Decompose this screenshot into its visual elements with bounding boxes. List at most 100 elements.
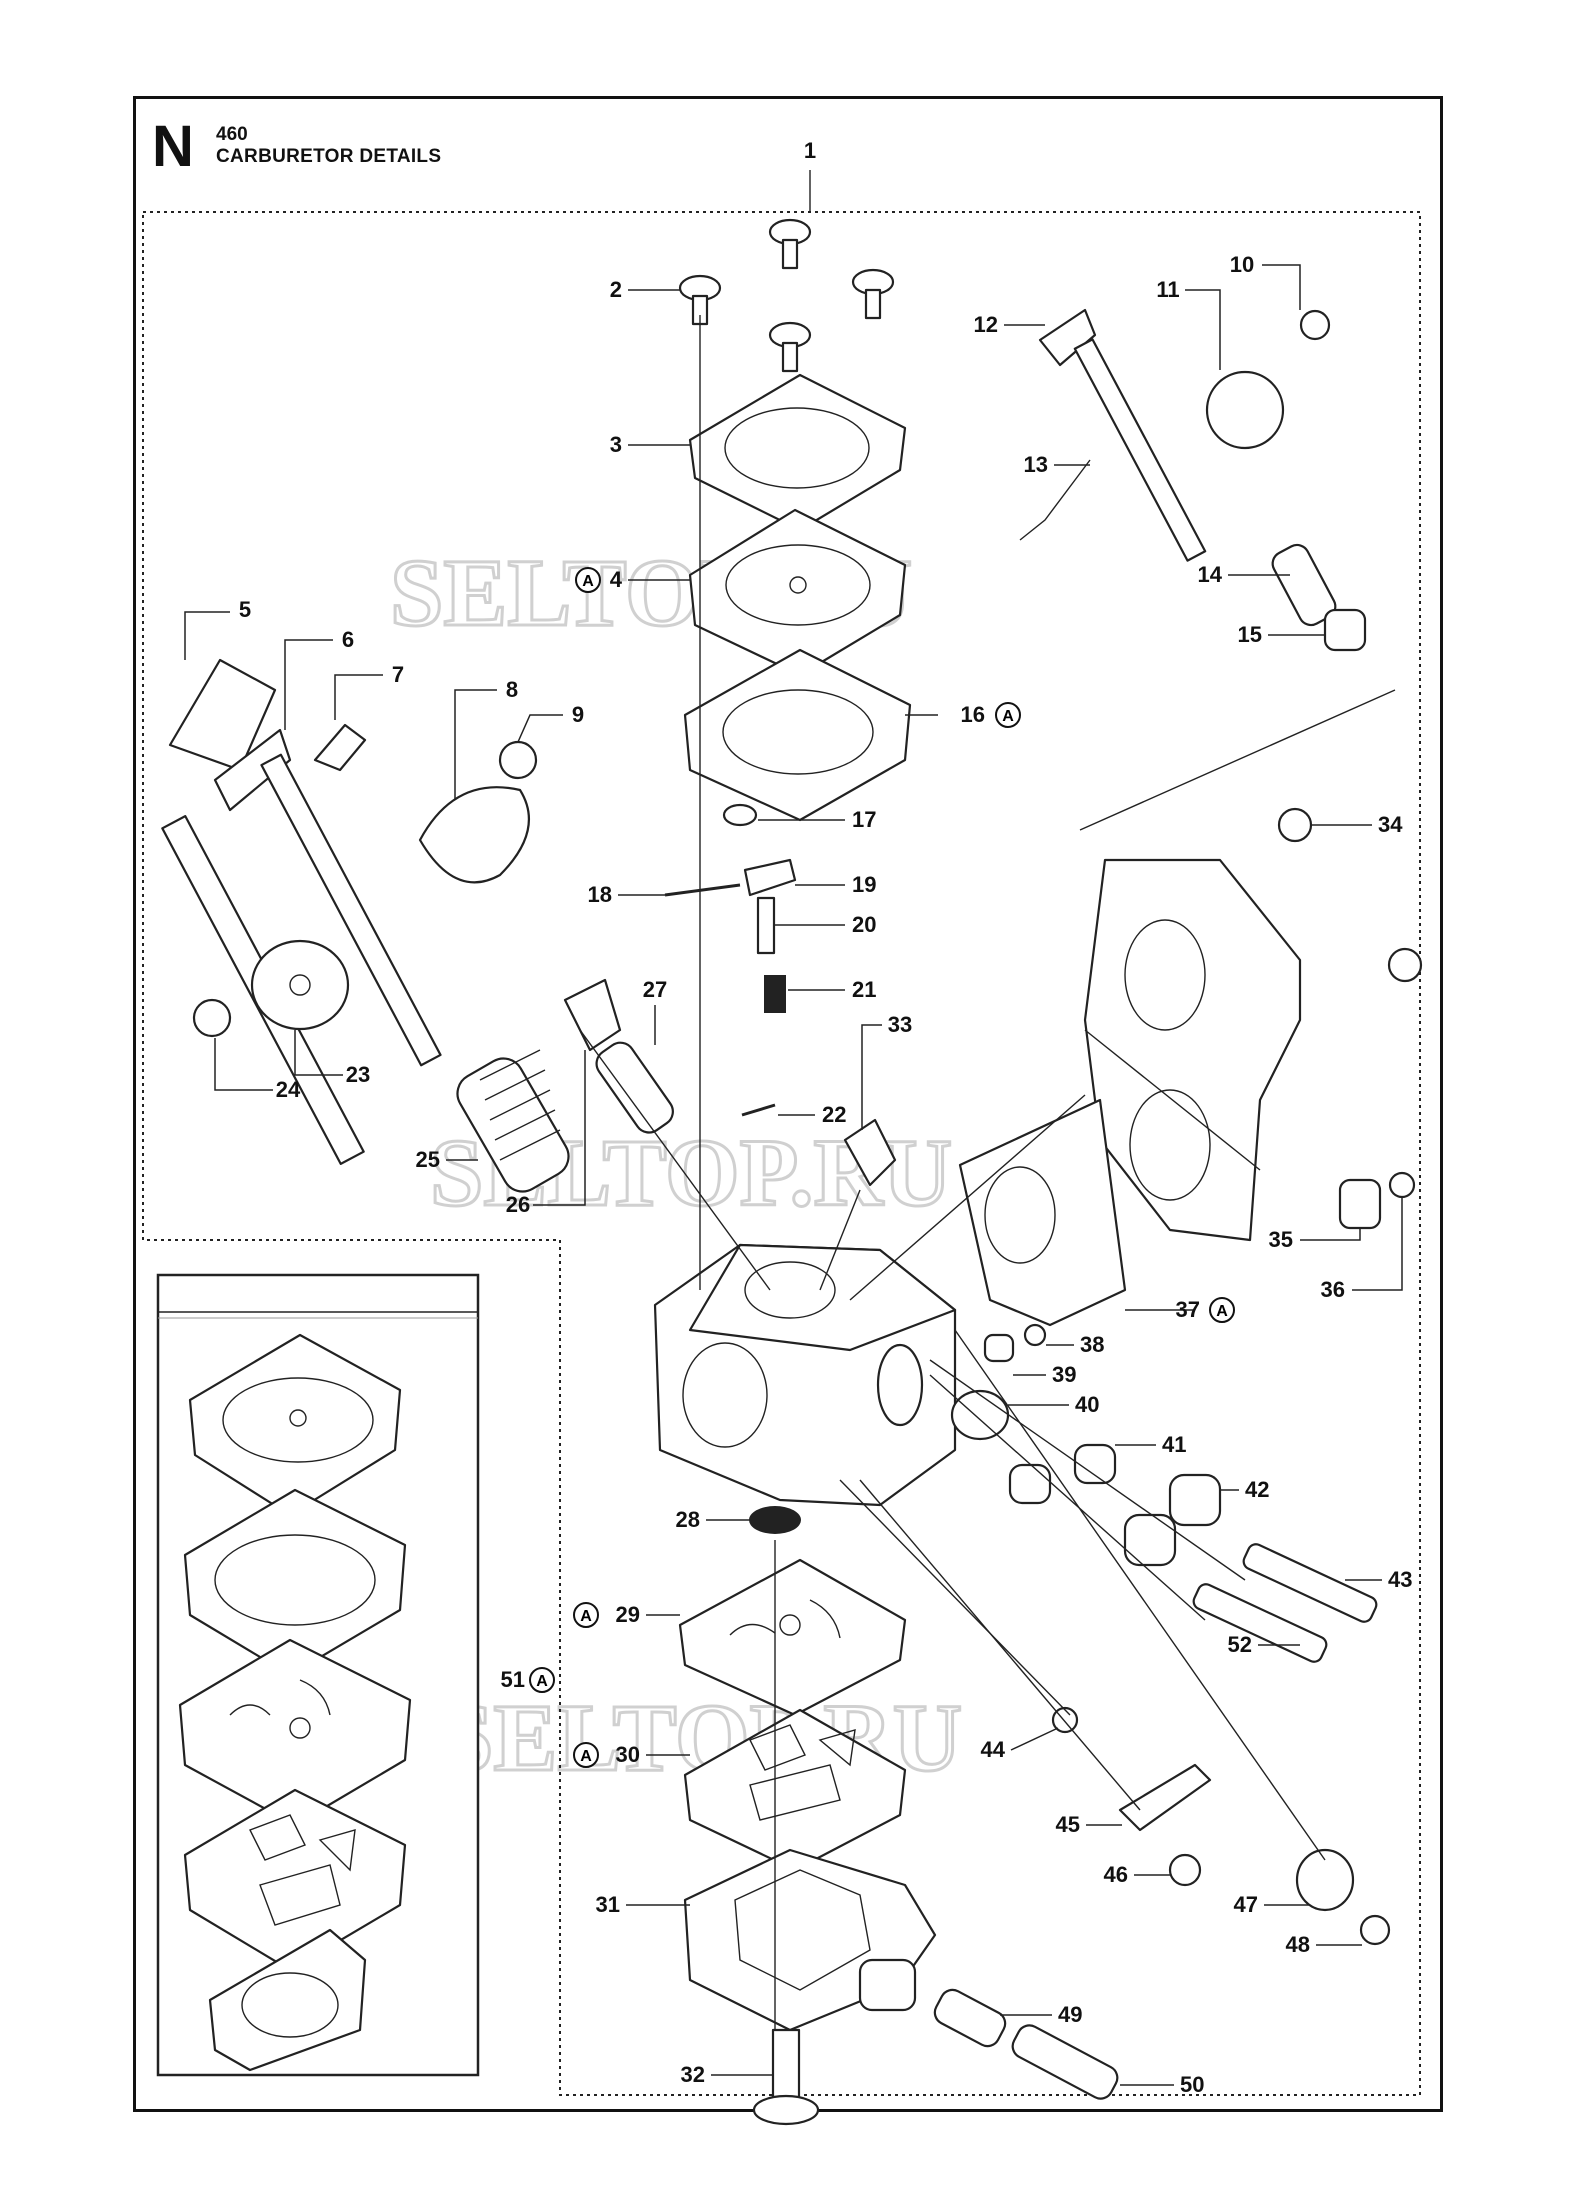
spring (456, 1041, 674, 1193)
model-number: 460 (216, 124, 248, 145)
callout-label-33: 33 (888, 1012, 912, 1037)
callout-label-38: 38 (1080, 1332, 1104, 1357)
page-title: CARBURETOR DETAILS (216, 146, 442, 167)
callout-label-32: 32 (681, 2062, 705, 2087)
callout-label-16: 16 (961, 702, 985, 727)
choke-shaft-assembly (1019, 308, 1367, 652)
callout-label-41: 41 (1162, 1432, 1186, 1457)
kit-marker-label: A (582, 573, 594, 590)
callout-label-12: 12 (974, 312, 998, 337)
section-letter: N (152, 114, 194, 179)
kit-marker-label: A (580, 1608, 592, 1625)
callout-label-26: 26 (506, 1192, 530, 1217)
callout-label-2: 2 (610, 277, 622, 302)
callout-label-5: 5 (239, 597, 251, 622)
callout-label-40: 40 (1075, 1392, 1099, 1417)
callout-label-25: 25 (416, 1147, 440, 1172)
seal-ring (950, 1389, 1010, 1441)
callout-label-29: 29 (616, 1602, 640, 1627)
kit-marker-icon (575, 567, 601, 593)
kit-marker-icon (995, 702, 1021, 728)
bushing (1338, 1178, 1382, 1230)
clip (1388, 1171, 1416, 1199)
spring (983, 1333, 1015, 1363)
leader-line (1262, 264, 1301, 310)
kit-marker-label: A (1216, 1303, 1228, 1320)
callout-label-21: 21 (852, 977, 876, 1002)
callout-label-22: 22 (822, 1102, 846, 1127)
leader-line (334, 674, 383, 720)
screw (1299, 309, 1331, 341)
callout-label-28: 28 (676, 1507, 700, 1532)
metering-lever (743, 858, 797, 897)
leader-line (861, 1024, 882, 1130)
screw (722, 803, 758, 827)
callout-label-43: 43 (1388, 1567, 1412, 1592)
screw (678, 218, 895, 373)
kit-marker-label: A (1002, 708, 1014, 725)
leader-line (214, 1038, 273, 1091)
callout-label-47: 47 (1234, 1892, 1258, 1917)
filter-screen (749, 1506, 801, 1534)
cover-plate (688, 373, 907, 532)
throttle-shaft-assembly (161, 658, 442, 1165)
screw (1359, 1914, 1391, 1946)
callout-label-44: 44 (981, 1737, 1006, 1762)
screw (192, 998, 232, 1038)
assembly-boundary (142, 211, 1421, 2096)
lever (1118, 1763, 1212, 1832)
callout-label-1: 1 (804, 138, 816, 163)
idle-screw (1011, 2024, 1119, 2100)
screw (1387, 947, 1423, 983)
pin (664, 883, 741, 897)
pin (741, 1103, 776, 1117)
leader-line (533, 1050, 586, 1206)
gasket (683, 648, 912, 822)
spring (764, 975, 786, 1013)
kit-marker-label: A (536, 1673, 548, 1690)
screw (771, 2028, 801, 2107)
assembly-leader-lines (579, 315, 1396, 2030)
screw (498, 740, 538, 780)
callout-label-39: 39 (1052, 1362, 1076, 1387)
spring (933, 1988, 1007, 2048)
callout-label-11: 11 (1156, 277, 1179, 302)
callout-label-36: 36 (1321, 1277, 1345, 1302)
callout-label-6: 6 (342, 627, 354, 652)
callout-label-30: 30 (616, 1742, 640, 1767)
leader-line (1010, 1727, 1059, 1751)
callout-label-13: 13 (1024, 452, 1048, 477)
spring (1073, 1443, 1117, 1485)
callout-label-10: 10 (1230, 252, 1254, 277)
screw (1277, 807, 1313, 843)
leader-line (284, 639, 333, 730)
lever (563, 978, 622, 1052)
kit-marker-icon (573, 1742, 599, 1768)
bushing (1168, 1473, 1222, 1527)
leader-line (1300, 1228, 1361, 1241)
callout-label-20: 20 (852, 912, 876, 937)
kit-marker-icon (1209, 1297, 1235, 1323)
callout-label-9: 9 (572, 702, 584, 727)
leader-line (454, 689, 497, 800)
callout-label-49: 49 (1058, 2002, 1082, 2027)
leader-line (517, 714, 563, 743)
callout-label-46: 46 (1104, 1862, 1128, 1887)
callout-label-8: 8 (506, 677, 518, 702)
callout-label-35: 35 (1269, 1227, 1293, 1252)
kit-marker-label: A (580, 1748, 592, 1765)
callout-label-19: 19 (852, 872, 876, 897)
valve-plate (250, 939, 350, 1031)
callout-label-27: 27 (643, 977, 667, 1002)
gasket (958, 1098, 1127, 1327)
leader-line (184, 611, 230, 660)
callout-label-34: 34 (1378, 812, 1403, 837)
callout-label-52: 52 (1228, 1632, 1252, 1657)
leader-line (1185, 289, 1221, 370)
callout-label-15: 15 (1238, 622, 1262, 647)
callout-label-23: 23 (346, 1062, 370, 1087)
ball (1023, 1323, 1047, 1347)
callout-label-3: 3 (610, 432, 622, 457)
